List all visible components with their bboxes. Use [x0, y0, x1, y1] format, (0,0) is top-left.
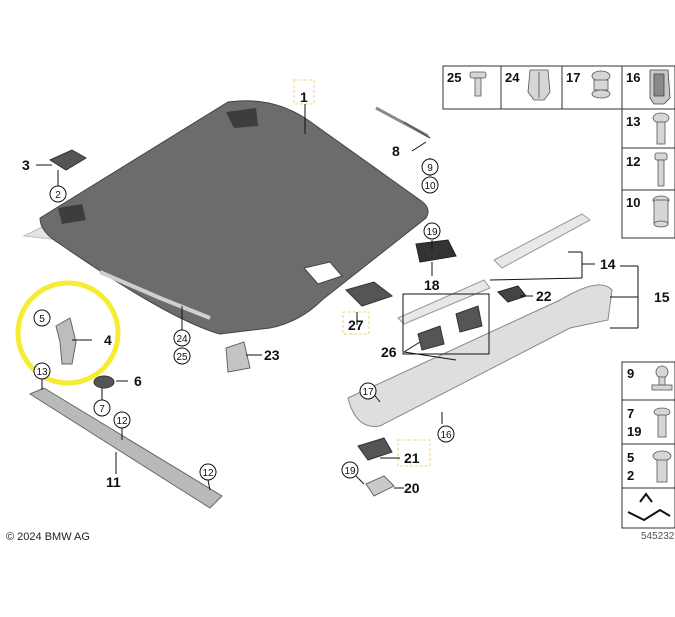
ball-stud-9-icon — [651, 365, 673, 391]
callout-11: 11 — [106, 474, 121, 490]
table-label-7: 7 — [627, 406, 634, 421]
part-6-pad — [93, 375, 115, 389]
part-23-bracket — [225, 341, 251, 373]
callout-12a: 12 — [116, 416, 128, 427]
screw-25-icon — [469, 71, 487, 97]
nut-10-icon — [652, 195, 670, 228]
callout-13: 13 — [36, 367, 48, 378]
callout-circle-5 — [33, 309, 51, 327]
table-label-19: 19 — [627, 424, 641, 439]
table-label-25: 25 — [447, 70, 461, 85]
callout-4: 4 — [104, 332, 112, 348]
part-4-bracket — [55, 317, 77, 365]
callout-circle-17 — [359, 382, 377, 400]
table-label-16: 16 — [626, 70, 640, 85]
callout-22: 22 — [536, 288, 552, 304]
callout-7: 7 — [99, 404, 105, 415]
callout-12b: 12 — [202, 468, 214, 479]
part-20-bracket — [365, 475, 395, 497]
callout-circle-12b — [199, 463, 217, 481]
parts-table-right — [621, 108, 675, 239]
callout-circle-24 — [173, 329, 191, 347]
callout-10: 10 — [424, 181, 436, 192]
callout-3: 3 — [22, 157, 30, 173]
table-label-5: 5 — [627, 450, 634, 465]
bolt-5-icon — [652, 450, 672, 483]
callout-circle-2 — [49, 185, 67, 203]
rivet-17-icon — [591, 70, 611, 99]
callout-26: 26 — [381, 344, 397, 360]
diagram-id: 545232 — [641, 531, 675, 542]
table-label-17: 17 — [566, 70, 580, 85]
part-14-strips — [397, 213, 591, 325]
bolt-12-icon — [654, 152, 668, 187]
callout-25: 25 — [176, 352, 188, 363]
rear-floor-trim-panel — [22, 100, 429, 335]
parts-table-top — [442, 65, 675, 110]
callout-8: 8 — [392, 143, 400, 159]
callout-17: 17 — [362, 387, 374, 398]
arrow-icon — [627, 492, 671, 522]
callout-24: 24 — [176, 334, 188, 345]
callout-circle-9 — [421, 158, 439, 176]
callout-21: 21 — [404, 450, 420, 466]
callout-18: 18 — [424, 277, 440, 293]
part-27-cover — [345, 281, 394, 307]
copyright-text: © 2024 BMW AG — [6, 531, 90, 543]
part-21-cover — [357, 437, 393, 461]
bolt-7-icon — [653, 407, 671, 438]
callout-circle-13 — [33, 362, 51, 380]
table-label-9: 9 — [627, 366, 634, 381]
part-11-rail — [28, 387, 223, 509]
callout-6: 6 — [134, 373, 142, 389]
callout-2: 2 — [55, 190, 61, 201]
clip-16-icon — [649, 69, 671, 105]
part-18-block — [415, 239, 457, 263]
callout-circle-25 — [173, 347, 191, 365]
part-3-cover — [48, 149, 87, 171]
callout-9: 9 — [427, 163, 433, 174]
callout-5: 5 — [39, 314, 45, 325]
table-label-10: 10 — [626, 195, 640, 210]
part-15-crossmember — [347, 284, 613, 427]
table-label-13: 13 — [626, 114, 640, 129]
callout-19a: 19 — [426, 227, 438, 238]
parts-table-bottom — [621, 361, 675, 529]
table-label-12: 12 — [626, 154, 640, 169]
table-label-2: 2 — [627, 468, 634, 483]
callout-14: 14 — [600, 256, 616, 272]
callout-16: 16 — [440, 430, 452, 441]
part-26-brackets — [417, 305, 483, 351]
callout-circle-16 — [437, 425, 455, 443]
dashed-highlight-boxes — [293, 79, 431, 467]
callout-1: 1 — [300, 89, 308, 105]
callout-circle-7 — [93, 399, 111, 417]
callout-circle-10 — [421, 176, 439, 194]
callout-19b: 19 — [344, 466, 356, 477]
bolt-13-icon — [652, 112, 670, 145]
clip-24-icon — [527, 69, 551, 101]
part-22-clip — [497, 285, 527, 303]
callout-circle-12a — [113, 411, 131, 429]
callout-15: 15 — [654, 289, 670, 305]
table-label-24: 24 — [505, 70, 520, 85]
callout-circle-19a — [423, 222, 441, 240]
leader-lines — [36, 104, 639, 491]
highlight-circle — [15, 280, 121, 386]
callout-circle-19b — [341, 461, 359, 479]
callout-23: 23 — [264, 347, 280, 363]
callout-27: 27 — [348, 317, 364, 333]
callout-20: 20 — [404, 480, 420, 496]
